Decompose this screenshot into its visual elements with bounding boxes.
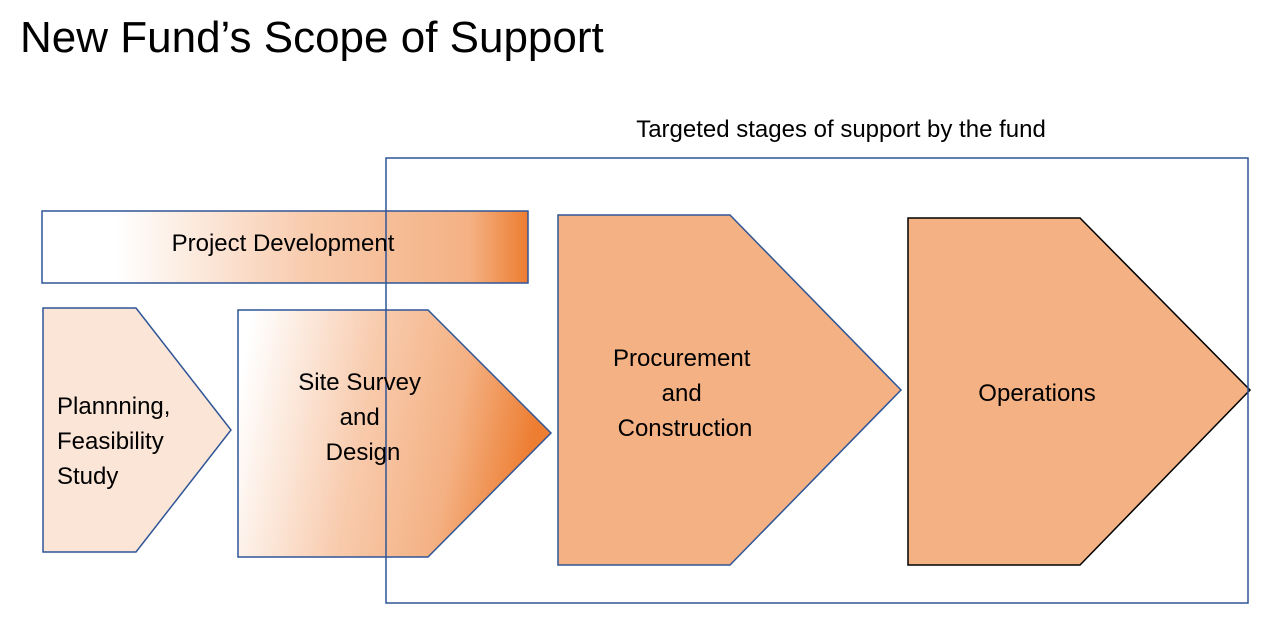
stage-planning-label: Plannning, Feasibility Study [57,393,177,490]
stage-site-survey-label: Site Survey and Design [298,369,427,466]
project-development-label: Project Development [172,230,395,257]
stage-operations-label: Operations [978,380,1095,407]
project-development-bar [41,210,529,284]
stage-operations-arrow [907,217,1252,566]
stage-site-survey-arrow [237,309,553,558]
targeted-scope-box [385,157,1249,604]
scope-label: Targeted stages of support by the fund [636,116,1046,143]
page-title: New Fund’s Scope of Support [20,13,604,62]
stage-planning-arrow [42,307,232,553]
stage-procurement-arrow [557,214,903,566]
stage-procurement-label: Procurement and Construction [613,345,757,442]
